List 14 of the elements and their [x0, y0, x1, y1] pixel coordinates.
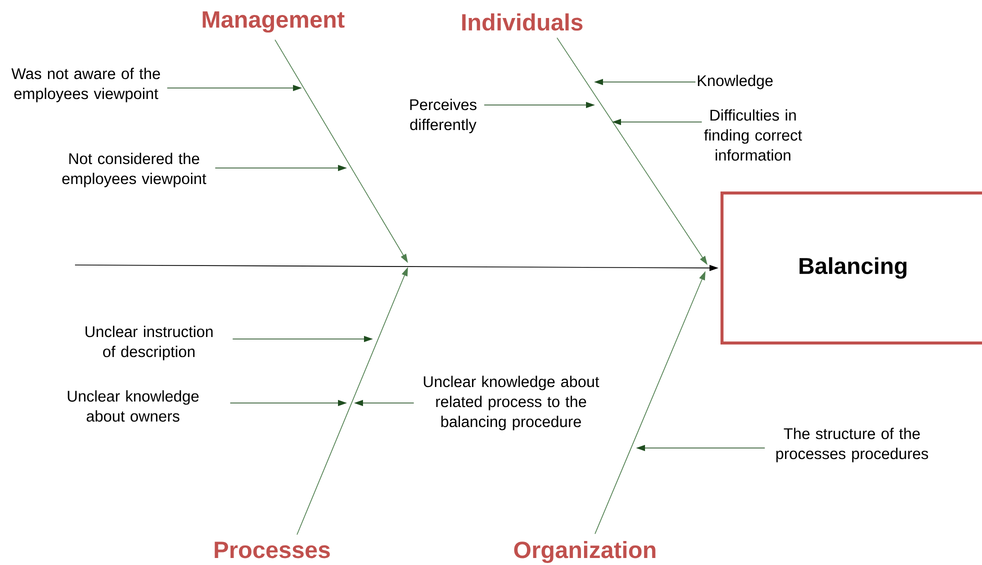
cause-label: Knowledge [698, 74, 773, 90]
effect-box: Balancing [720, 192, 982, 344]
cause-label: Unclear knowledge about owners [68, 390, 199, 422]
cause-label: Unclear instruction of description [86, 326, 213, 360]
category-label: Individuals [462, 13, 582, 31]
category-label: Processes [214, 542, 330, 558]
cause-label: Unclear knowledge about related process to the balancing procedure [424, 376, 600, 430]
category-label: Management [202, 11, 345, 33]
cause-label: Perceives differently [410, 98, 476, 134]
cause-label: Was not aware of the employees viewpoint [11, 68, 160, 102]
cause-label: Difficulties in finding correct information [704, 109, 802, 161]
cause-label: Not considered the employees viewpoint [62, 152, 206, 188]
category-label: Organization [514, 541, 656, 563]
cause-label: The structure of the processes procedures [776, 428, 928, 462]
